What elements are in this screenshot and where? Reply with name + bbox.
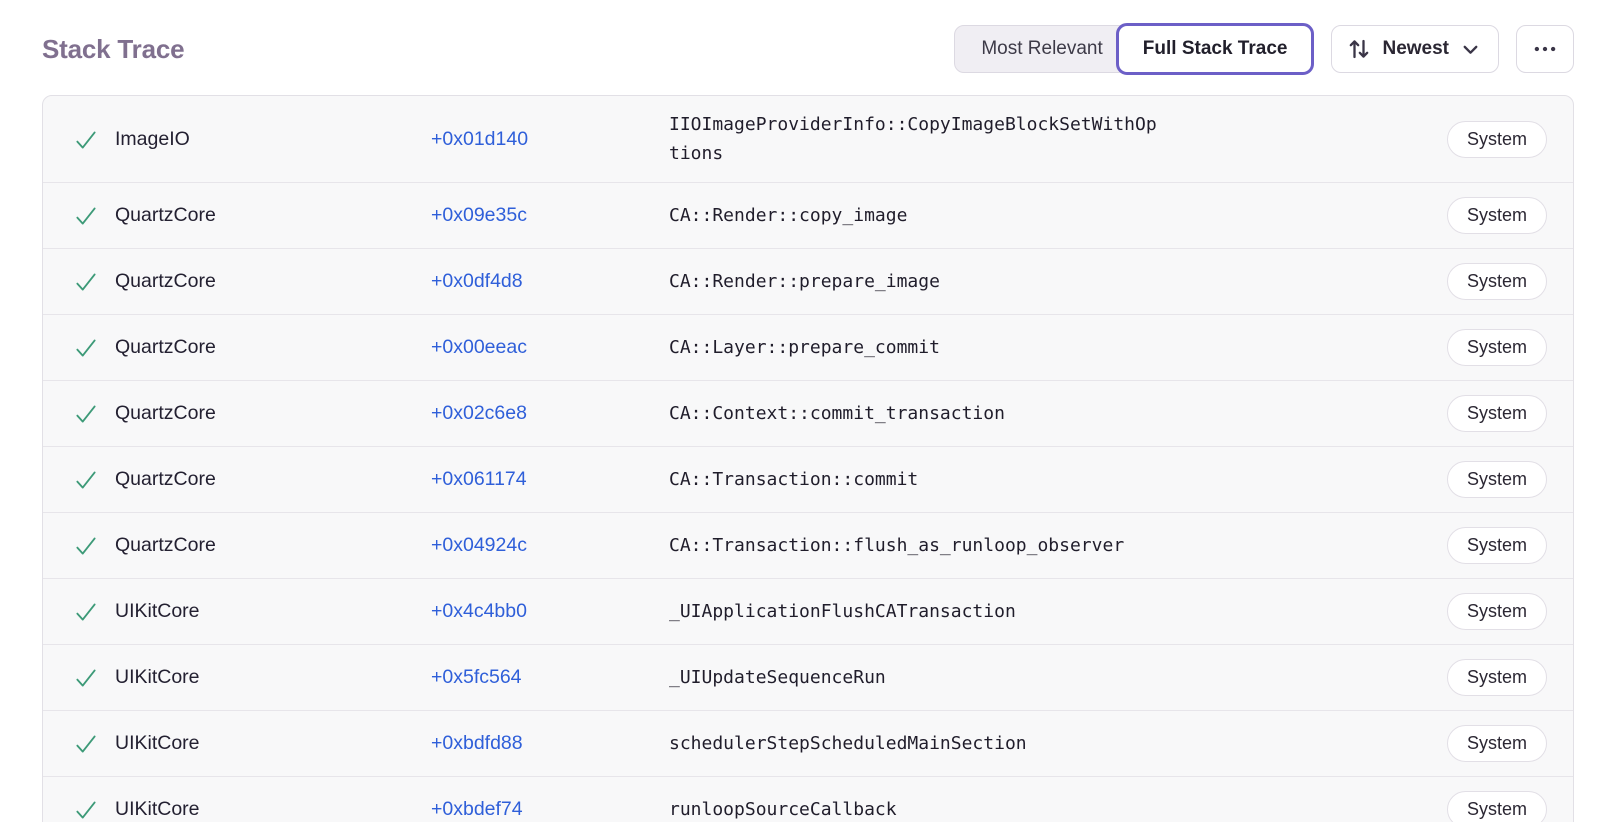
checkmark-icon: [73, 533, 99, 559]
frame-module: QuartzCore: [115, 402, 216, 424]
more-options-button[interactable]: [1516, 25, 1574, 73]
frame-address-link[interactable]: +0x09e35c: [431, 204, 527, 226]
frame-function: CA::Render::prepare_image: [669, 271, 940, 292]
stack-trace-header: Stack Trace Most Relevant Full Stack Tra…: [42, 22, 1574, 76]
stack-frame-row[interactable]: UIKitCore +0x4c4bb0 _UIApplicationFlushC…: [43, 579, 1573, 645]
checkmark-icon: [73, 467, 99, 493]
checkmark-icon: [73, 401, 99, 427]
stack-frame-row[interactable]: UIKitCore +0xbdef74 runloopSourceCallbac…: [43, 777, 1573, 822]
frame-address-link[interactable]: +0x02c6e8: [431, 402, 527, 424]
stack-frame-row[interactable]: QuartzCore +0x061174 CA::Transaction::co…: [43, 447, 1573, 513]
stack-frame-row[interactable]: QuartzCore +0x0df4d8 CA::Render::prepare…: [43, 249, 1573, 315]
frame-address-link[interactable]: +0x061174: [431, 468, 527, 490]
frame-module: UIKitCore: [115, 798, 200, 820]
frame-function: IIOImageProviderInfo::CopyImageBlockSetW…: [669, 114, 1157, 164]
sort-order-button[interactable]: Newest: [1331, 25, 1499, 73]
stack-frame-row[interactable]: UIKitCore +0x5fc564 _UIUpdateSequenceRun…: [43, 645, 1573, 711]
checkmark-icon: [73, 335, 99, 361]
frame-module: QuartzCore: [115, 204, 216, 226]
frame-address-link[interactable]: +0xbdfd88: [431, 732, 523, 754]
frame-system-badge: System: [1446, 527, 1547, 564]
checkmark-icon: [73, 599, 99, 625]
arrows-up-down-icon: [1347, 37, 1371, 61]
frame-system-badge: System: [1446, 725, 1547, 762]
frame-module: QuartzCore: [115, 534, 216, 556]
frame-module: QuartzCore: [115, 270, 216, 292]
frame-module: QuartzCore: [115, 336, 216, 358]
frame-function: schedulerStepScheduledMainSection: [669, 733, 1027, 754]
frame-system-badge: System: [1446, 659, 1547, 696]
checkmark-icon: [73, 203, 99, 229]
frame-system-badge: System: [1446, 197, 1547, 234]
tab-full-stack-trace[interactable]: Full Stack Trace: [1115, 23, 1315, 75]
frame-function: runloopSourceCallback: [669, 799, 897, 820]
frame-function: _UIUpdateSequenceRun: [669, 667, 886, 688]
checkmark-icon: [73, 269, 99, 295]
stack-trace-table: ImageIO +0x01d140 IIOImageProviderInfo::…: [42, 95, 1574, 822]
frame-function: CA::Context::commit_transaction: [669, 403, 1005, 424]
checkmark-icon: [73, 665, 99, 691]
frame-module: ImageIO: [115, 127, 190, 150]
sort-order-label: Newest: [1382, 38, 1449, 59]
frame-system-badge: System: [1446, 329, 1547, 366]
frame-module: UIKitCore: [115, 600, 200, 622]
header-controls: Most Relevant Full Stack Trace Newest: [954, 23, 1574, 75]
frame-system-badge: System: [1446, 791, 1547, 822]
frame-address-link[interactable]: +0x00eeac: [431, 336, 527, 358]
stack-frame-row[interactable]: QuartzCore +0x00eeac CA::Layer::prepare_…: [43, 315, 1573, 381]
chevron-down-icon: [1460, 39, 1481, 60]
stack-frame-row[interactable]: ImageIO +0x01d140 IIOImageProviderInfo::…: [43, 96, 1573, 183]
frame-address-link[interactable]: +0x4c4bb0: [431, 600, 527, 622]
frame-system-badge: System: [1446, 395, 1547, 432]
frame-function: CA::Transaction::commit: [669, 469, 919, 490]
page-title: Stack Trace: [42, 33, 185, 64]
frame-function: CA::Render::copy_image: [669, 205, 908, 226]
frame-address-link[interactable]: +0x5fc564: [431, 666, 522, 688]
frame-address-link[interactable]: +0x0df4d8: [431, 270, 523, 292]
tab-most-relevant[interactable]: Most Relevant: [954, 25, 1128, 73]
frame-address-link[interactable]: +0xbdef74: [431, 798, 523, 820]
checkmark-icon: [73, 127, 99, 153]
frame-address-link[interactable]: +0x01d140: [431, 127, 529, 150]
frame-function: CA::Layer::prepare_commit: [669, 337, 940, 358]
checkmark-icon: [73, 797, 99, 822]
stack-frame-rows: ImageIO +0x01d140 IIOImageProviderInfo::…: [43, 96, 1573, 822]
frame-module: UIKitCore: [115, 666, 200, 688]
frame-system-badge: System: [1446, 263, 1547, 300]
frame-system-badge: System: [1446, 461, 1547, 498]
ellipsis-icon: [1532, 36, 1558, 62]
frame-system-badge: System: [1446, 120, 1547, 158]
frame-function: CA::Transaction::flush_as_runloop_observ…: [669, 535, 1125, 556]
frame-address-link[interactable]: +0x04924c: [431, 534, 527, 556]
frame-system-badge: System: [1446, 593, 1547, 630]
frame-module: UIKitCore: [115, 732, 200, 754]
stack-frame-row[interactable]: QuartzCore +0x09e35c CA::Render::copy_im…: [43, 183, 1573, 249]
trace-view-segmented-control: Most Relevant Full Stack Trace: [954, 23, 1315, 75]
stack-frame-row[interactable]: QuartzCore +0x02c6e8 CA::Context::commit…: [43, 381, 1573, 447]
stack-frame-row[interactable]: UIKitCore +0xbdfd88 schedulerStepSchedul…: [43, 711, 1573, 777]
checkmark-icon: [73, 731, 99, 757]
frame-module: QuartzCore: [115, 468, 216, 490]
frame-function: _UIApplicationFlushCATransaction: [669, 601, 1016, 622]
stack-frame-row[interactable]: QuartzCore +0x04924c CA::Transaction::fl…: [43, 513, 1573, 579]
